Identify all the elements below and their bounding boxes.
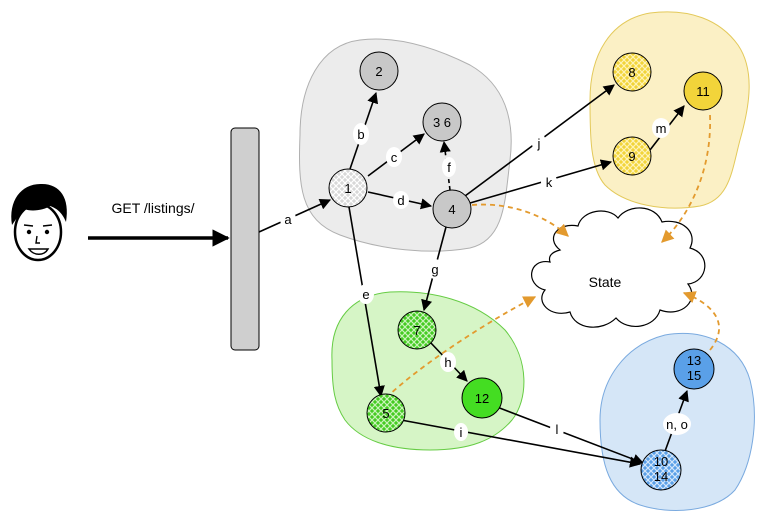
node-4: 4 <box>432 189 472 229</box>
svg-text:j: j <box>537 136 541 151</box>
svg-text:l: l <box>556 422 559 437</box>
state-label: State <box>589 274 622 290</box>
svg-text:15: 15 <box>687 368 701 383</box>
node-5: 5 <box>366 393 406 433</box>
svg-text:b: b <box>357 127 364 142</box>
edge-label-no: n, o <box>663 413 691 435</box>
svg-text:5: 5 <box>382 406 389 421</box>
svg-text:d: d <box>397 193 404 208</box>
edge-label-a: a <box>280 210 296 228</box>
svg-text:g: g <box>431 262 438 277</box>
region-gray <box>298 38 512 252</box>
state-link-4 <box>471 203 569 237</box>
edge-label-b: b <box>353 123 369 145</box>
svg-text:13: 13 <box>687 353 701 368</box>
svg-text:12: 12 <box>475 391 489 406</box>
edge-label-c: c <box>386 147 402 167</box>
svg-text:4: 4 <box>448 202 455 217</box>
svg-text:3 6: 3 6 <box>433 115 451 130</box>
node-3-6: 3 6 <box>422 102 462 142</box>
edge-label-m: m <box>652 118 670 138</box>
node-13-15: 13 15 <box>673 348 715 390</box>
svg-text:7: 7 <box>413 323 420 338</box>
svg-text:9: 9 <box>628 149 635 164</box>
node-7: 7 <box>397 310 437 350</box>
edge-k <box>469 159 613 204</box>
edge-l <box>496 406 645 465</box>
edge-labels: a b c d e f g h i j k l m n, o <box>280 118 691 441</box>
user-face-icon <box>11 183 67 262</box>
edge-label-j: j <box>532 133 546 153</box>
svg-text:f: f <box>447 160 451 175</box>
node-8: 8 <box>612 52 652 92</box>
svg-text:n, o: n, o <box>666 417 688 432</box>
svg-text:e: e <box>362 287 369 302</box>
nodes: 1 2 3 6 4 7 5 12 8 9 11 10 14 13 15 <box>328 51 723 491</box>
state-cloud <box>531 207 706 328</box>
node-12: 12 <box>461 377 503 419</box>
svg-text:8: 8 <box>628 65 635 80</box>
edge-label-e: e <box>358 284 374 304</box>
svg-text:h: h <box>444 355 451 370</box>
svg-text:m: m <box>656 121 667 136</box>
request-label: GET /listings/ <box>112 200 195 216</box>
state-links <box>385 114 720 399</box>
svg-text:14: 14 <box>654 469 668 484</box>
node-11: 11 <box>683 71 723 111</box>
edge-label-g: g <box>427 259 443 279</box>
svg-text:c: c <box>391 150 398 165</box>
node-10-14: 10 14 <box>640 449 682 491</box>
svg-text:10: 10 <box>654 454 668 469</box>
edge-label-l: l <box>550 420 564 438</box>
node-2: 2 <box>359 51 399 91</box>
svg-text:2: 2 <box>375 64 382 79</box>
svg-text:i: i <box>460 425 463 440</box>
state-link-11 <box>661 114 711 243</box>
node-1: 1 <box>328 168 368 208</box>
svg-text:k: k <box>546 175 553 190</box>
region-yellow <box>589 11 750 209</box>
edge-label-k: k <box>541 172 557 192</box>
edge-label-i: i <box>454 423 468 441</box>
svg-text:11: 11 <box>696 84 710 99</box>
edge-i <box>400 419 642 468</box>
state-link-13 <box>682 291 720 351</box>
edge-label-f: f <box>442 157 456 177</box>
svg-text:1: 1 <box>344 181 351 196</box>
svg-text:a: a <box>284 212 292 227</box>
node-9: 9 <box>612 136 652 176</box>
server-bar <box>230 127 260 351</box>
edge-label-d: d <box>393 191 409 209</box>
edge-label-h: h <box>440 352 456 372</box>
state-link-5 <box>385 296 537 399</box>
